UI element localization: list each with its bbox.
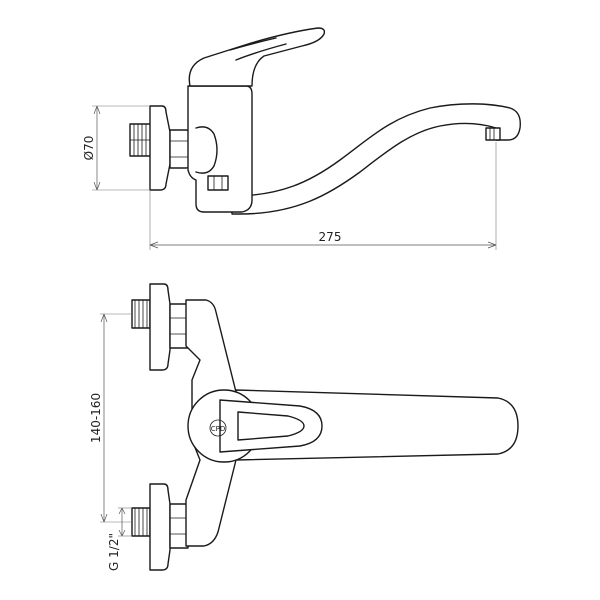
side-mixer-body <box>187 85 253 213</box>
top-dimensions: 140-160 G 1/2" <box>89 313 132 571</box>
side-spout <box>231 103 521 215</box>
top-lever-slot <box>237 411 305 441</box>
side-view <box>129 27 521 215</box>
side-lever <box>188 27 326 87</box>
side-dimensions: Ø70 275 <box>82 105 497 250</box>
spout-reach-label: 275 <box>319 230 342 244</box>
side-bottom-nut <box>207 175 229 191</box>
top-upper-inlet <box>131 283 189 371</box>
thread-label: G 1/2" <box>107 533 121 571</box>
side-inlet-thread <box>129 123 153 157</box>
top-view: CPD <box>131 283 519 571</box>
inlet-spacing-label: 140-160 <box>89 393 103 443</box>
side-rosette <box>149 105 171 191</box>
top-lever <box>219 399 323 453</box>
logo-text: CPD <box>211 425 226 433</box>
side-hex-nut <box>169 129 191 169</box>
top-lower-inlet <box>131 483 189 571</box>
side-body-ring <box>195 126 218 174</box>
side-aerator <box>485 127 501 141</box>
rosette-diameter-label: Ø70 <box>82 136 96 161</box>
